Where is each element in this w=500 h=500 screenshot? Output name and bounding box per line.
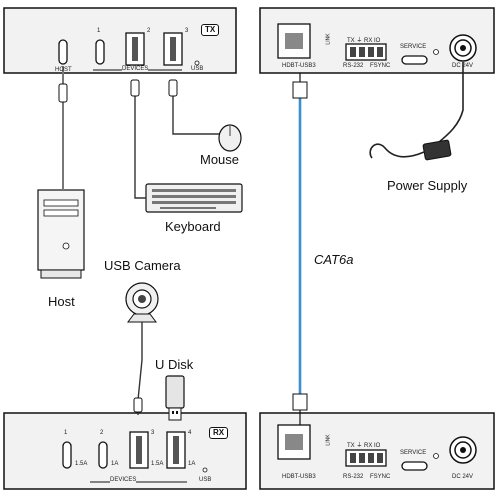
rx-devices-label: DEVICES — [110, 477, 137, 483]
rx-port-2 — [98, 441, 108, 469]
rx-remote-dc-label: DC 24V — [452, 474, 474, 480]
tx-power-led — [433, 49, 439, 55]
rx-current-3: 1.5A — [151, 461, 164, 467]
cat6a-plug-bottom — [292, 393, 308, 411]
host-label: Host — [48, 294, 75, 309]
tx-remote-fsync-label: FSYNC — [370, 63, 391, 69]
usb-camera-label: USB Camera — [104, 258, 181, 273]
rx-remote-link-label: LINK — [325, 434, 332, 446]
tx-remote-hdbt-label: HDBT-USB3 — [282, 63, 316, 69]
tx-remote-rs232-label: RS-232 — [343, 63, 364, 69]
rx-unit — [3, 412, 247, 490]
tx-device-port-1 — [95, 39, 105, 65]
rx-remote-service-label: SERVICE — [400, 450, 427, 456]
mouse-cable — [172, 95, 219, 135]
rx-port-2-label: 2 — [100, 430, 104, 436]
tx-port-3-label: 3 — [185, 28, 189, 34]
rx-remote-hdbt-label: HDBT-USB3 — [282, 474, 316, 480]
tx-service-port — [401, 55, 428, 65]
usb-camera-icon — [125, 282, 159, 323]
power-supply-label: Power Supply — [387, 178, 468, 193]
mouse-label: Mouse — [200, 152, 240, 167]
rx-rj45-port — [277, 424, 311, 460]
tx-remote-link-label: LINK — [325, 33, 332, 45]
keyboard-icon — [145, 183, 243, 213]
tx-port-1-label: 1 — [97, 28, 101, 34]
rx-port-3-label: 3 — [151, 430, 155, 436]
tx-remote-service-label: SERVICE — [400, 44, 427, 50]
rx-remote-rs232-label: RS-232 — [343, 474, 364, 480]
rx-usb-label: USB — [199, 477, 212, 483]
rx-remote-fsync-label: FSYNC — [370, 474, 391, 480]
rx-remote-panel — [259, 412, 495, 490]
tx-usb-label: USB — [191, 66, 204, 72]
udisk-label: U Disk — [155, 357, 194, 372]
tx-status-led — [194, 60, 200, 66]
usb-disk-icon — [165, 375, 185, 421]
rx-power-led — [433, 453, 439, 459]
rx-current-2: 1A — [111, 461, 119, 467]
tx-remote-panel — [259, 7, 495, 74]
tx-badge: TX — [201, 24, 220, 36]
cat6a-plug-top — [292, 81, 308, 99]
mouse-icon — [218, 124, 242, 152]
rx-remote-serial-top: TX ⏚ RX IO — [347, 443, 381, 449]
cat6a-label: CAT6a — [314, 252, 354, 267]
tx-remote-serial-top: TX ⏚ RX IO — [347, 38, 381, 44]
tx-remote-dc-label: DC 24V — [452, 63, 474, 69]
tx-unit — [3, 7, 237, 74]
tx-port-2-label: 2 — [147, 28, 151, 34]
rx-port-4-label: 4 — [188, 430, 192, 436]
tx-devices-label: DEVICES — [122, 66, 149, 72]
rx-current-1: 1.5A — [75, 461, 88, 467]
rx-badge: RX — [209, 427, 229, 439]
tx-host-label: HOST — [55, 67, 72, 73]
keyboard-label: Keyboard — [165, 219, 221, 234]
power-supply-icon — [369, 62, 464, 161]
rx-port-1-label: 1 — [64, 430, 68, 436]
host-computer-icon — [37, 189, 85, 279]
rx-port-1 — [62, 441, 72, 469]
rx-current-4: 1A — [188, 461, 196, 467]
rx-service-port — [401, 461, 428, 471]
rx-status-led — [202, 467, 208, 473]
tx-host-port — [58, 39, 68, 65]
keyboard-cable — [134, 95, 146, 199]
